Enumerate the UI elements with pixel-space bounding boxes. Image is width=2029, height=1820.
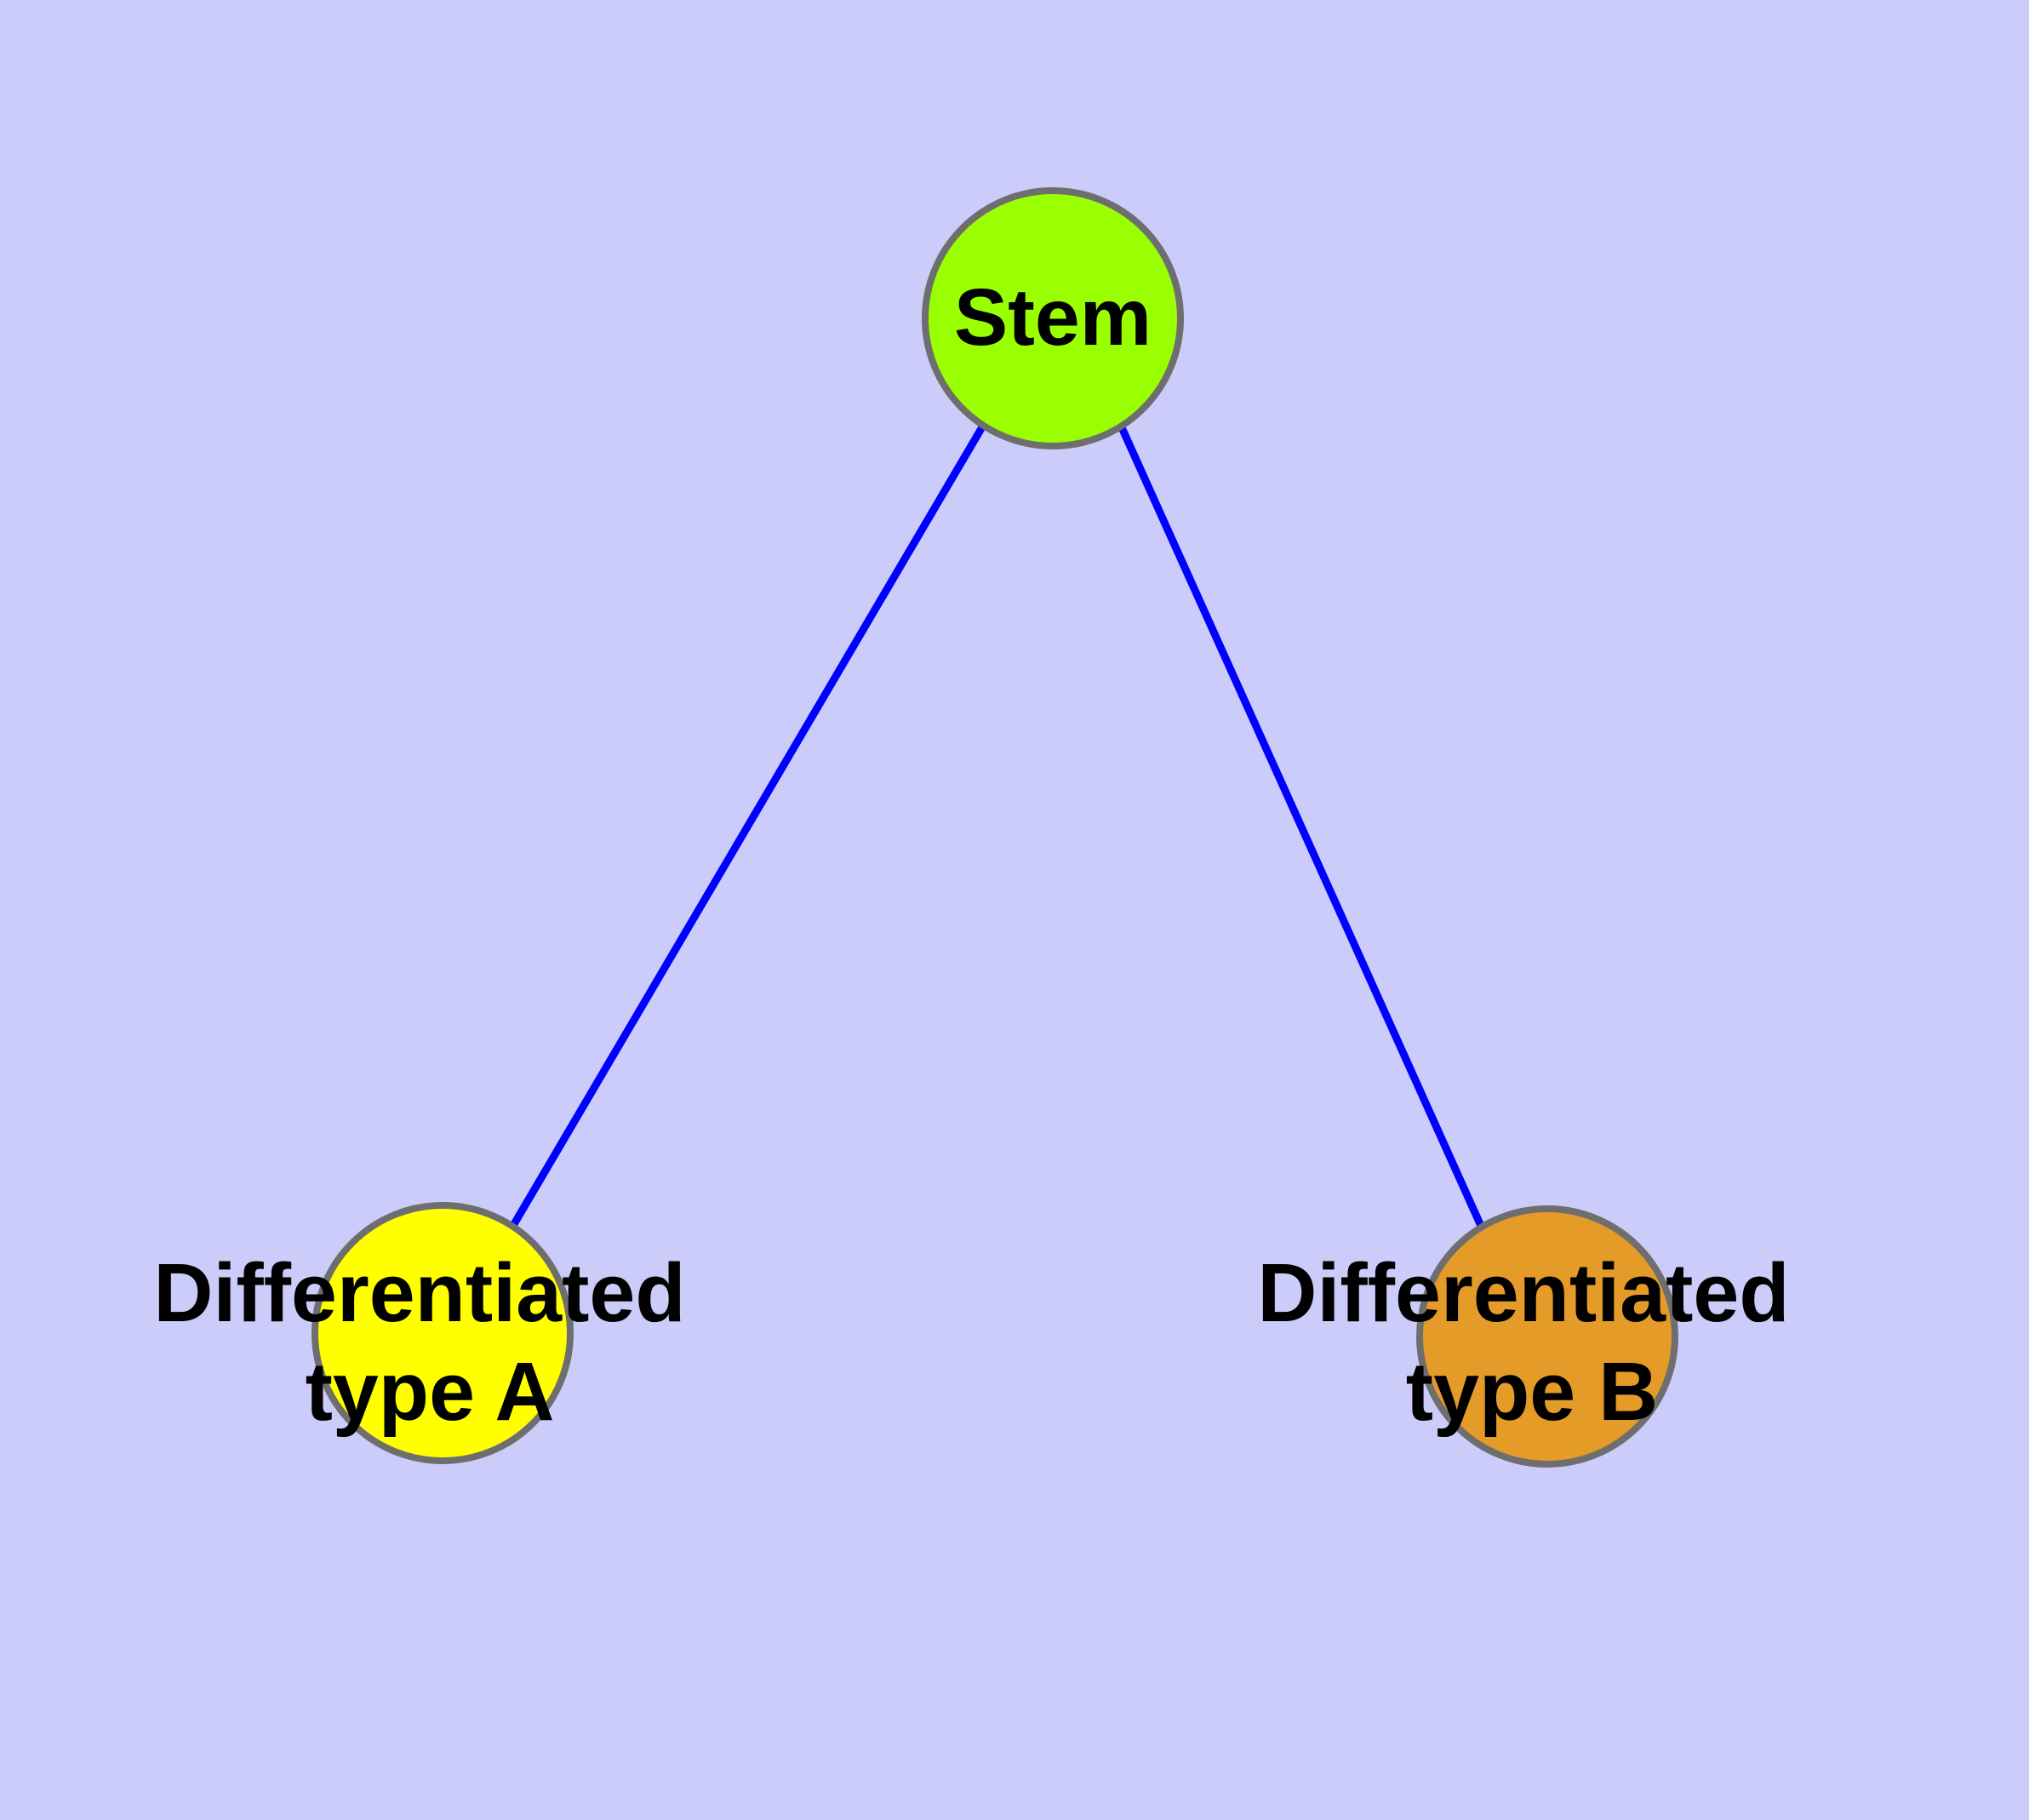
node-differentiated-type-b-label-line-1: Differentiated [1257,1246,1789,1339]
node-stem-label: Stem [954,272,1152,363]
edge-stem-to-differentiated-type-a[interactable] [511,423,986,1227]
node-stem-circle[interactable] [922,187,1184,449]
nodes-layer [311,187,1678,1468]
node-differentiated-type-a-label-line-1: Differentiated [153,1246,685,1339]
edge-stem-to-differentiated-type-b[interactable] [1117,424,1485,1228]
edges-layer [511,423,1485,1228]
node-differentiated-type-b-label-line-2: type B [1406,1345,1658,1438]
node-differentiated-type-a-label-line-2: type A [306,1345,555,1438]
labels-layer: Stem Differentiated type A Differentiate… [153,272,1789,1438]
node-differentiated-type-a-circle[interactable] [311,1202,574,1464]
node-differentiated-type-b-circle[interactable] [1416,1205,1678,1468]
